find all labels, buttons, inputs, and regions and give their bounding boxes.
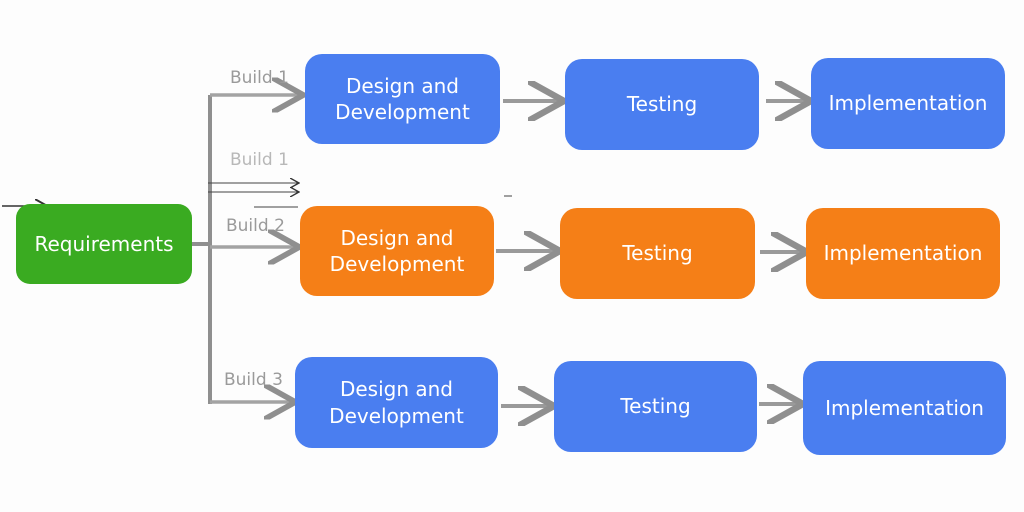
build-2-testing-box: Testing (560, 208, 755, 299)
build-3-implementation-box: Implementation (803, 361, 1006, 455)
build-2-design-development-box: Design and Development (300, 206, 494, 296)
build-3-label: Build 3 (224, 370, 283, 390)
build-3-design-development-box: Design and Development (295, 357, 498, 448)
requirements-label: Requirements (34, 231, 174, 256)
requirements-box: Requirements (16, 204, 192, 284)
build-2-testing-label: Testing (622, 241, 693, 266)
build-2-label: Build 2 (226, 216, 285, 236)
build-1-label: Build 1 (230, 68, 289, 88)
build-3-testing-box: Testing (554, 361, 757, 452)
build-3-testing-label: Testing (620, 394, 691, 419)
build-2-implementation-label: Implementation (823, 241, 983, 266)
build-3-implementation-label: Implementation (825, 395, 984, 420)
build-1-implementation-box: Implementation (811, 58, 1005, 149)
build-2-implementation-box: Implementation (806, 208, 1000, 299)
build-1-testing-box: Testing (565, 59, 759, 150)
build-1-implementation-label: Implementation (828, 91, 988, 116)
build-1-design-development-label: Design and Development (335, 73, 470, 124)
build-1-testing-label: Testing (626, 92, 698, 117)
build-2-design-development-label: Design and Development (329, 225, 465, 276)
build-1-design-development-box: Design and Development (305, 54, 500, 144)
ghost-build-label: Build 1 (230, 150, 289, 170)
build-3-design-development-label: Design and Development (329, 377, 464, 428)
